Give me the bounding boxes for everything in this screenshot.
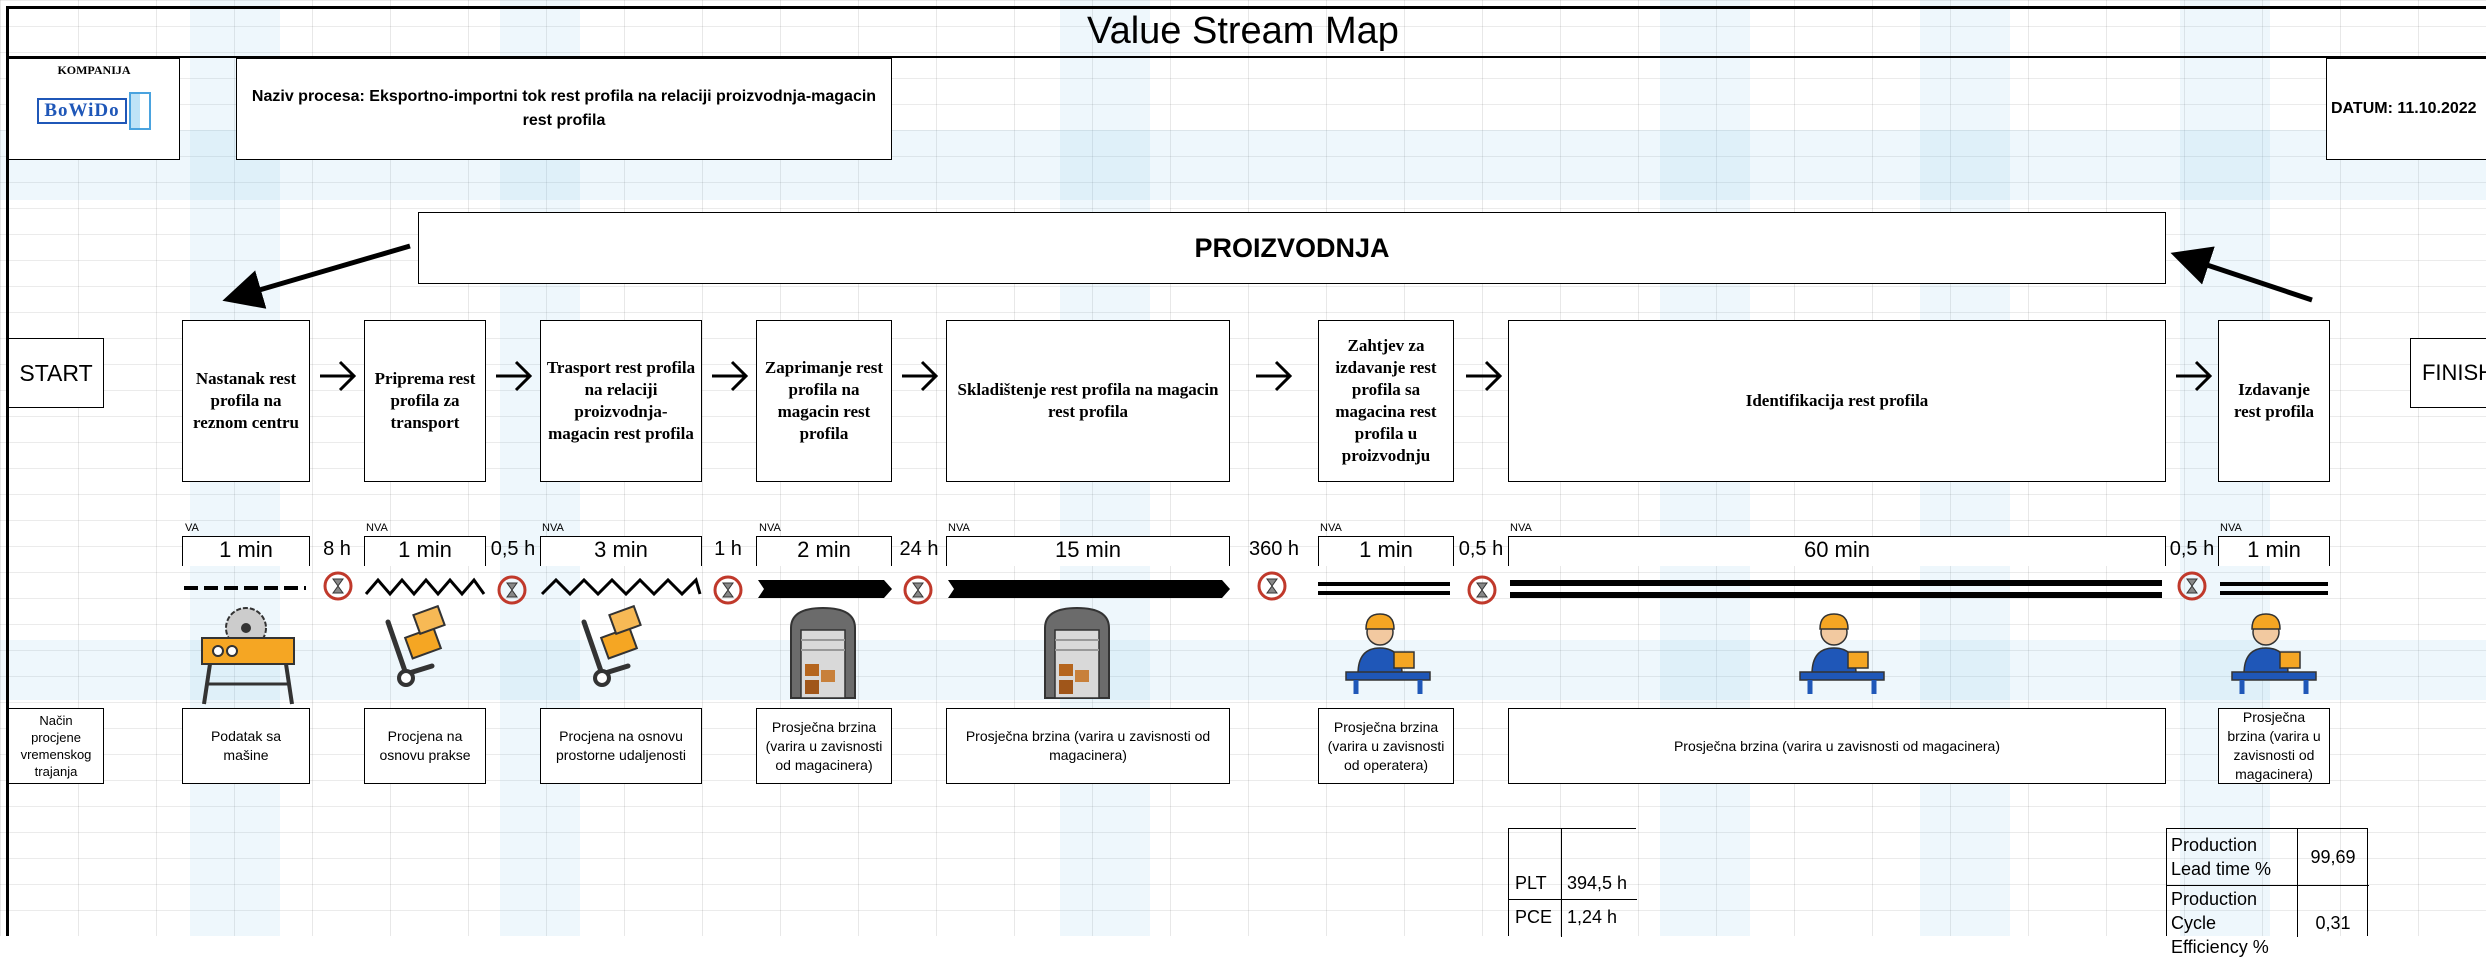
method-box-1: Podatak sa mašine — [182, 708, 310, 784]
pce-value: 1,24 h — [1567, 907, 1618, 927]
wait-time-4: 24 h — [899, 538, 939, 560]
type-tag: NVA — [759, 522, 781, 534]
process-box-6: Zahtjev za izdavanje rest profila sa mag… — [1318, 320, 1454, 482]
plt-label: PLT — [1515, 873, 1547, 893]
hand-truck-icon — [584, 606, 641, 685]
wait-time-5: 360 h — [1248, 538, 1300, 560]
sheet-frame — [6, 6, 2486, 936]
logo-text: BoWiDo — [37, 98, 127, 124]
window-icon — [128, 92, 151, 130]
type-tag: NVA — [1510, 522, 1532, 534]
pce-label: PCE — [1515, 907, 1553, 927]
type-tag: NVA — [366, 522, 388, 534]
type-tag: NVA — [1320, 522, 1342, 534]
process-box-7: Identifikacija rest profila — [1508, 320, 2166, 482]
process-box-3: Trasport rest profila na relaciji proizv… — [540, 320, 702, 482]
company-logo: BoWiDo — [37, 92, 151, 130]
lead-label: Production Lead time % — [2171, 835, 2272, 879]
worker-icon — [2232, 614, 2316, 694]
table-divider — [2167, 885, 2369, 886]
wait-time-6: 0,5 h — [1458, 538, 1504, 560]
warehouse-icon — [790, 607, 856, 699]
method-box-3: Procjena na osnovu prostorne udaljenosti — [540, 708, 702, 784]
type-tag: NVA — [542, 522, 564, 534]
process-time-4: 2 min — [756, 536, 892, 566]
start-box: START — [8, 338, 104, 408]
eff-value: 0,31 — [2315, 913, 2351, 933]
hand-truck-icon — [388, 606, 445, 685]
method-box-6: Prosječna brzina (varira u zavisnosti od… — [1318, 708, 1454, 784]
date-box: DATUM: 11.10.2022 — [2326, 58, 2486, 160]
process-name-box: Naziv procesa: Eksportno-importni tok re… — [236, 58, 892, 160]
plt-pce-table: PLT 394,5 h PCE 1,24 h — [1508, 828, 1637, 937]
process-box-1: Nastanak rest profila na reznom centru — [182, 320, 310, 482]
worker-icon — [1346, 614, 1430, 694]
production-box: PROIZVODNJA — [418, 212, 2166, 284]
wait-time-7: 0,5 h — [2169, 538, 2215, 560]
company-box: KOMPANIJA BoWiDo — [8, 58, 180, 160]
worker-icon — [1800, 614, 1884, 694]
method-box-4: Prosječna brzina (varira u zavisnosti od… — [756, 708, 892, 784]
process-time-6: 1 min — [1318, 536, 1454, 566]
process-time-1: 1 min — [182, 536, 310, 566]
wait-time-3: 1 h — [714, 538, 742, 560]
company-label: KOMPANIJA — [57, 63, 131, 77]
method-label: Način procjene vremenskog trajanja — [8, 708, 104, 784]
process-box-5: Skladištenje rest profila na magacin res… — [946, 320, 1230, 482]
warehouse-icon — [1044, 607, 1110, 699]
plt-value: 394,5 h — [1567, 873, 1628, 893]
method-box-7: Prosječna brzina (varira u zavisnosti od… — [1508, 708, 2166, 784]
page-title: Value Stream Map — [1087, 10, 1399, 52]
wait-time-2: 0,5 h — [490, 538, 536, 560]
method-box-2: Procjena na osnovu prakse — [364, 708, 486, 784]
table-divider — [2297, 829, 2298, 937]
table-divider — [1509, 899, 1637, 900]
process-time-8: 1 min — [2218, 536, 2330, 566]
method-box-5: Prosječna brzina (varira u zavisnosti od… — [946, 708, 1230, 784]
process-time-7: 60 min — [1508, 536, 2166, 566]
process-time-2: 1 min — [364, 536, 486, 566]
process-time-5: 15 min — [946, 536, 1230, 566]
lead-value: 99,69 — [2310, 847, 2356, 867]
type-tag: NVA — [948, 522, 970, 534]
process-box-4: Zaprimanje rest profila na magacin rest … — [756, 320, 892, 482]
type-tag: VA — [185, 522, 199, 534]
saw-machine-icon — [201, 607, 295, 705]
process-box-2: Priprema rest profila za transport — [364, 320, 486, 482]
wait-time-1: 8 h — [323, 538, 351, 560]
type-tag: NVA — [2220, 522, 2242, 534]
flow-graphics — [184, 243, 2328, 705]
process-box-8: Izdavanje rest profila — [2218, 320, 2330, 482]
method-box-8: Prosječna brzina (varira u zavisnosti od… — [2218, 708, 2330, 784]
table-divider — [1561, 829, 1562, 937]
header-divider — [6, 56, 2486, 58]
process-time-3: 3 min — [540, 536, 702, 566]
finish-box: FINISH — [2410, 338, 2486, 408]
